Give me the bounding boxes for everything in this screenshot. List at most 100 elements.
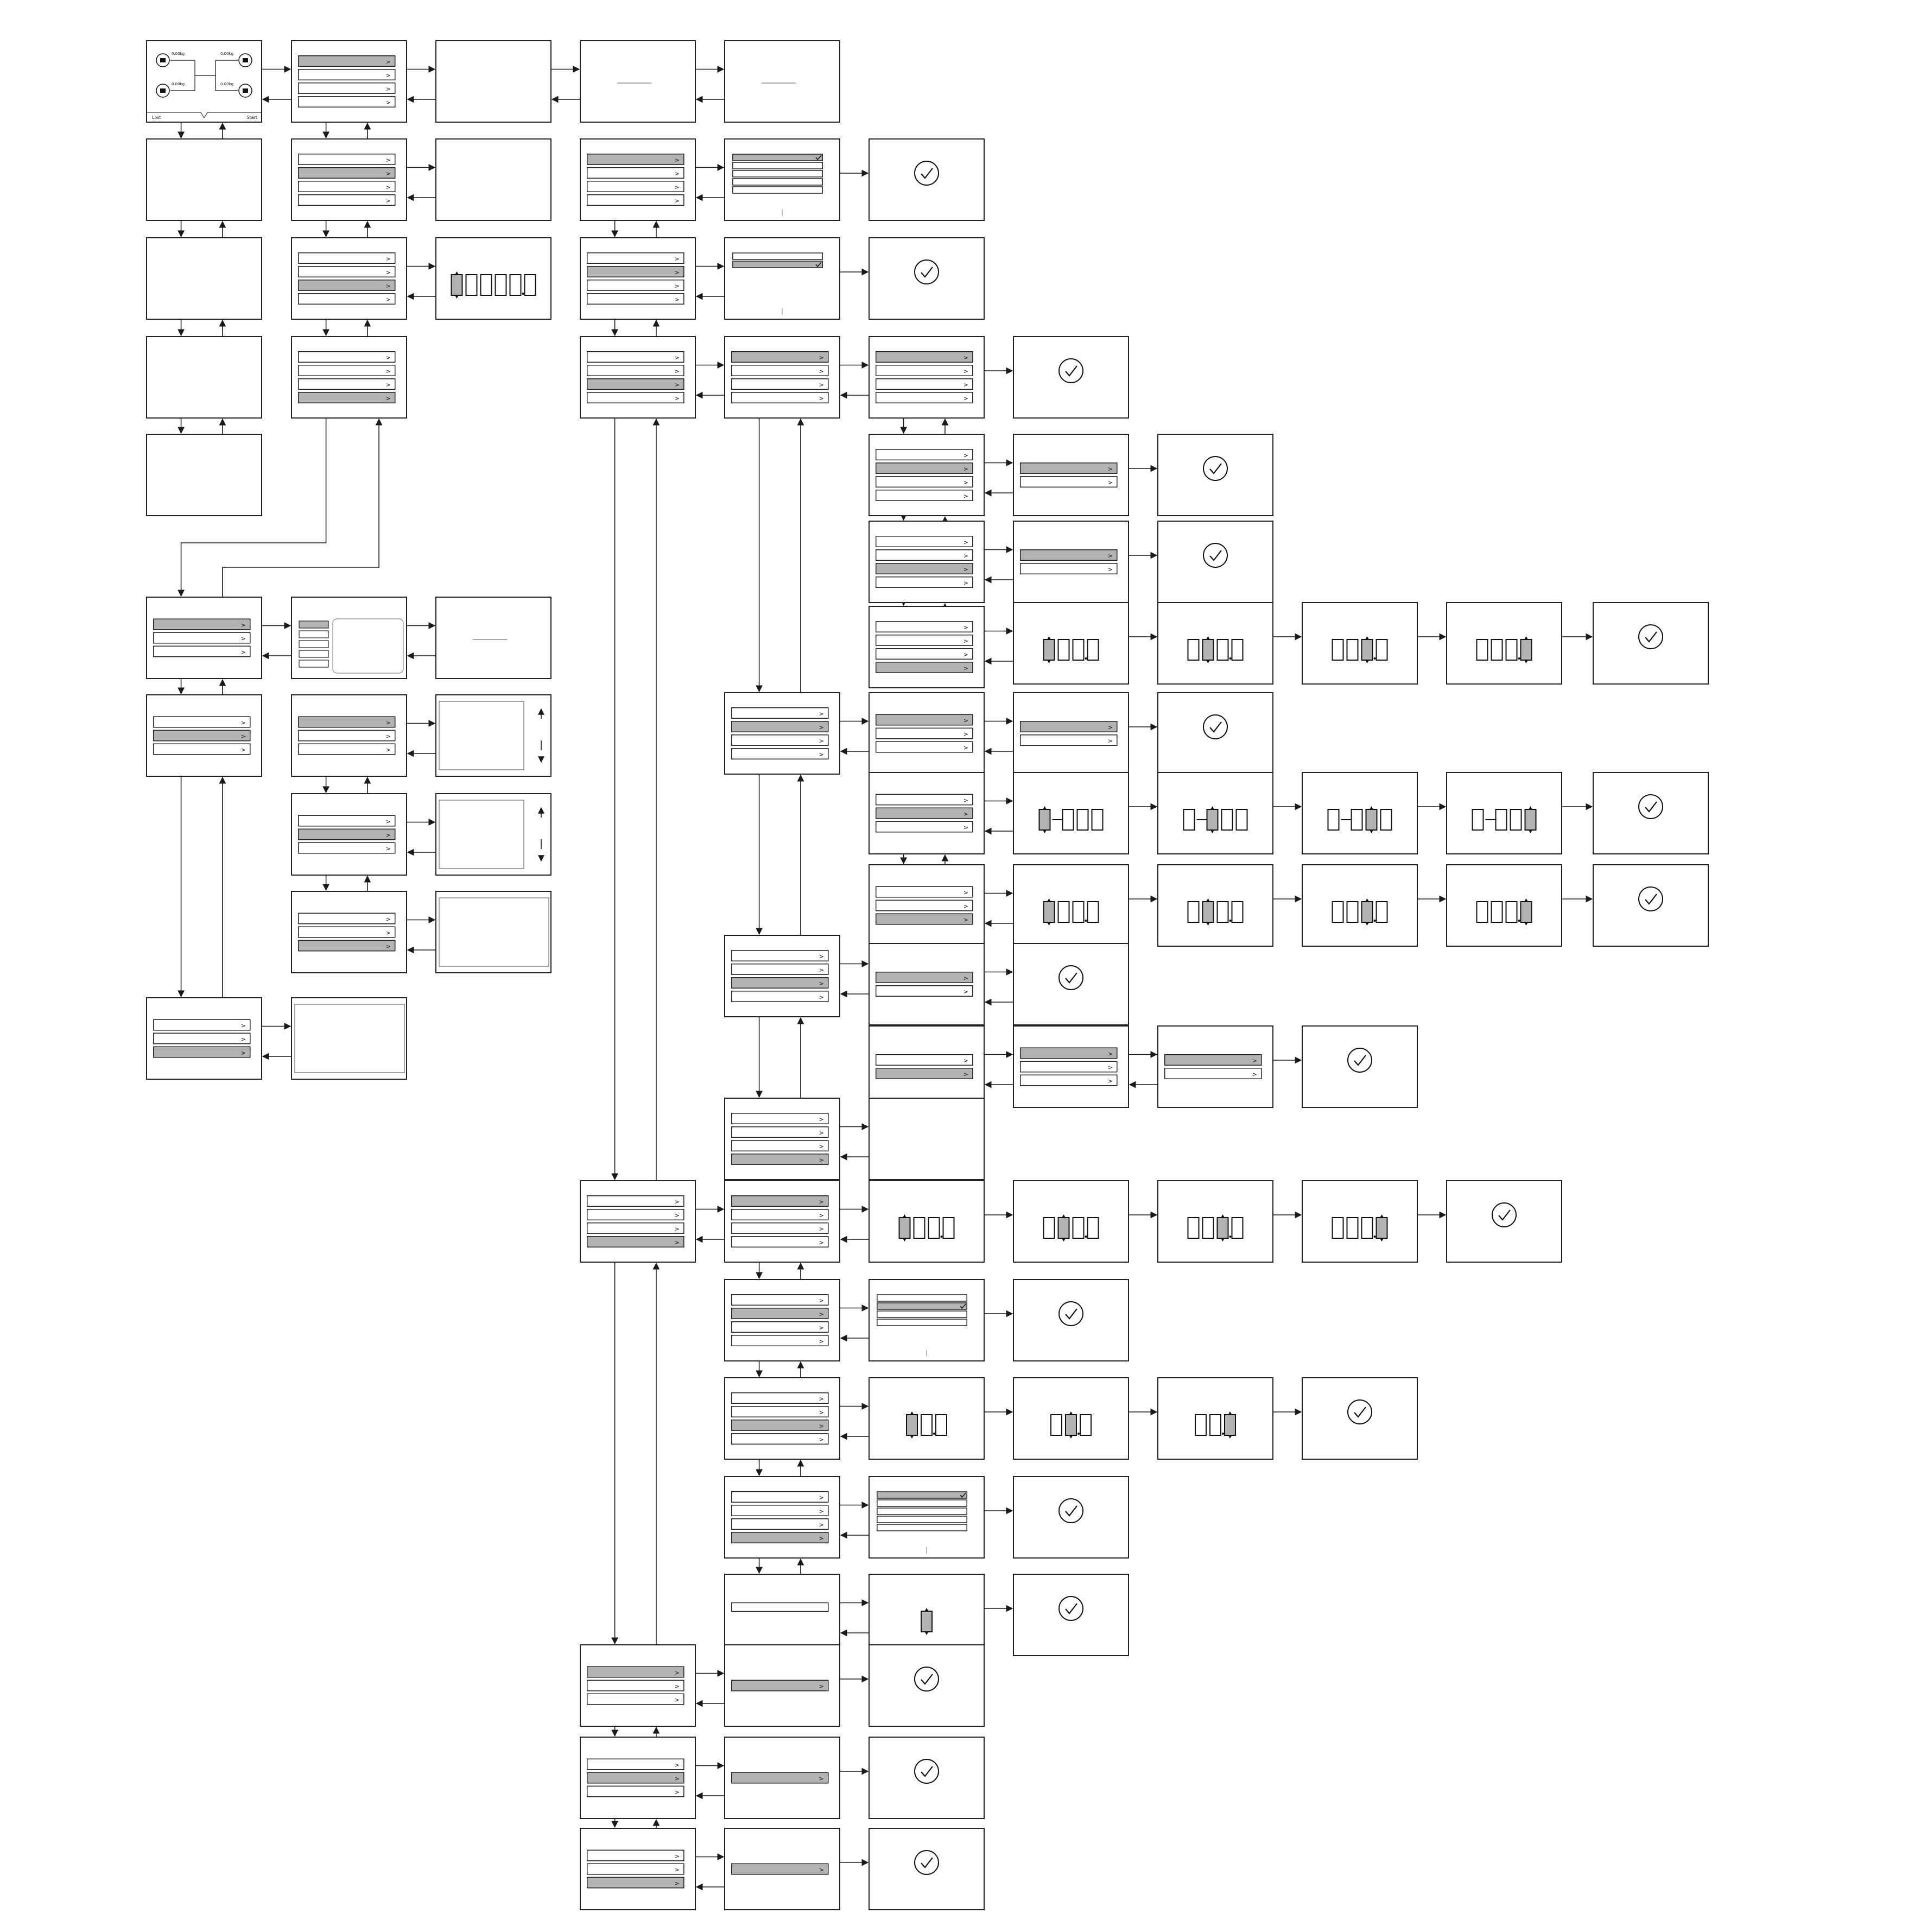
menu-row-chevron: > xyxy=(963,664,968,672)
screen-frame xyxy=(869,336,985,419)
menu-row xyxy=(875,1068,973,1079)
cog-glyph xyxy=(160,88,166,93)
menu-row-chevron: > xyxy=(386,916,391,923)
menu-row xyxy=(875,972,973,983)
digit-cell xyxy=(1505,901,1518,923)
menu-row xyxy=(153,1032,251,1044)
checkmark-icon xyxy=(1065,1505,1077,1517)
menu-row-chevron: > xyxy=(386,746,391,753)
menu-row-chevron: > xyxy=(675,1212,680,1219)
digit-cell xyxy=(1187,1217,1200,1239)
screen-digits xyxy=(1013,602,1129,685)
screen-mini xyxy=(291,597,407,679)
screen-digits xyxy=(1302,772,1418,854)
screen-input xyxy=(724,1574,840,1656)
digit-cell xyxy=(1524,809,1537,831)
menu-row-chevron: > xyxy=(675,1789,680,1796)
up-arrow-icon xyxy=(902,1214,907,1218)
check-circle-icon xyxy=(1058,1498,1083,1523)
menu-row xyxy=(586,1785,684,1797)
decimal-point xyxy=(1085,657,1087,660)
menu-row-chevron: > xyxy=(819,1198,824,1205)
menu-row-chevron: > xyxy=(963,889,968,896)
menu-row xyxy=(731,365,829,376)
menu-row xyxy=(875,900,973,911)
digit-cell xyxy=(913,1217,926,1239)
screen-confirm xyxy=(1013,1476,1129,1559)
checkmark-icon xyxy=(1498,1209,1511,1221)
screen-digits xyxy=(1013,772,1129,854)
screen-confirm xyxy=(869,1828,985,1910)
digit-cell xyxy=(1375,639,1388,661)
menu-row-chevron: > xyxy=(963,539,968,546)
menu-row xyxy=(731,1420,829,1431)
menu-row-chevron: > xyxy=(819,1521,824,1528)
menu-row-chevron: > xyxy=(241,1022,246,1029)
menu-row-chevron: > xyxy=(963,479,968,486)
screen-confirm xyxy=(1302,1377,1418,1460)
mini-list-row xyxy=(299,650,329,658)
list-row xyxy=(732,162,823,169)
menu-row xyxy=(875,621,973,632)
footer-left-label: Lost xyxy=(152,115,161,120)
screen-digits xyxy=(869,1377,985,1460)
digit-cell xyxy=(451,274,463,296)
menu-row-chevron: > xyxy=(963,381,968,388)
menu-row-chevron: > xyxy=(963,903,968,910)
menu-row xyxy=(297,940,396,952)
screen-digits xyxy=(1302,864,1418,947)
menu-row-chevron: > xyxy=(675,1853,680,1860)
check-circle-icon xyxy=(1492,1202,1517,1227)
menu-row-chevron: > xyxy=(819,1324,824,1331)
menu-row-chevron: > xyxy=(963,395,968,402)
digit-cell xyxy=(1057,1217,1070,1239)
menu-row-chevron: > xyxy=(963,1070,968,1078)
list-row xyxy=(732,154,823,161)
check-circle-icon xyxy=(1347,1399,1372,1424)
menu-row-chevron: > xyxy=(1252,1070,1257,1078)
inset-panel xyxy=(294,1004,405,1073)
screen-frame xyxy=(580,1180,696,1263)
menu-row xyxy=(1019,721,1118,732)
digit-cell xyxy=(1472,809,1484,831)
menu-row xyxy=(731,1406,829,1417)
menu-row xyxy=(586,1772,684,1784)
menu-row xyxy=(731,734,829,746)
menu-row-chevron: > xyxy=(675,269,680,276)
menu-row-chevron: > xyxy=(386,719,391,726)
screen-frame xyxy=(291,138,407,221)
up-arrow-icon xyxy=(454,271,459,275)
footer-notch xyxy=(200,112,208,118)
digit-cell xyxy=(1091,809,1104,831)
menu-row-chevron: > xyxy=(963,651,968,658)
check-circle-icon xyxy=(914,1759,939,1784)
menu-row xyxy=(297,828,396,840)
menu-row-chevron: > xyxy=(675,1762,680,1769)
list-row xyxy=(877,1491,967,1499)
menu-row-chevron: > xyxy=(1252,1057,1257,1064)
screen-digits xyxy=(435,237,552,320)
menu-row xyxy=(731,748,829,759)
checkmark-icon xyxy=(1645,894,1657,905)
menu-row-chevron: > xyxy=(386,818,391,825)
up-arrow-icon xyxy=(1047,898,1051,902)
list-row xyxy=(877,1507,967,1515)
menu-row-chevron: > xyxy=(963,637,968,644)
digit-cell xyxy=(524,274,536,296)
screen-frame xyxy=(1013,602,1129,685)
up-arrow-icon xyxy=(1528,806,1533,810)
screen-frame xyxy=(869,606,985,688)
decimal-point xyxy=(1229,920,1232,922)
screen-menu: > xyxy=(724,1828,840,1910)
screen-menu: >>> xyxy=(869,692,985,775)
screen-blank xyxy=(435,40,552,123)
menu-row xyxy=(297,730,396,742)
mini-list-row xyxy=(299,640,329,648)
menu-row xyxy=(731,950,829,961)
check-circle-icon xyxy=(1203,543,1228,568)
menu-row-chevron: > xyxy=(386,381,391,388)
menu-row xyxy=(586,1680,684,1692)
digit-cell xyxy=(1346,901,1359,923)
